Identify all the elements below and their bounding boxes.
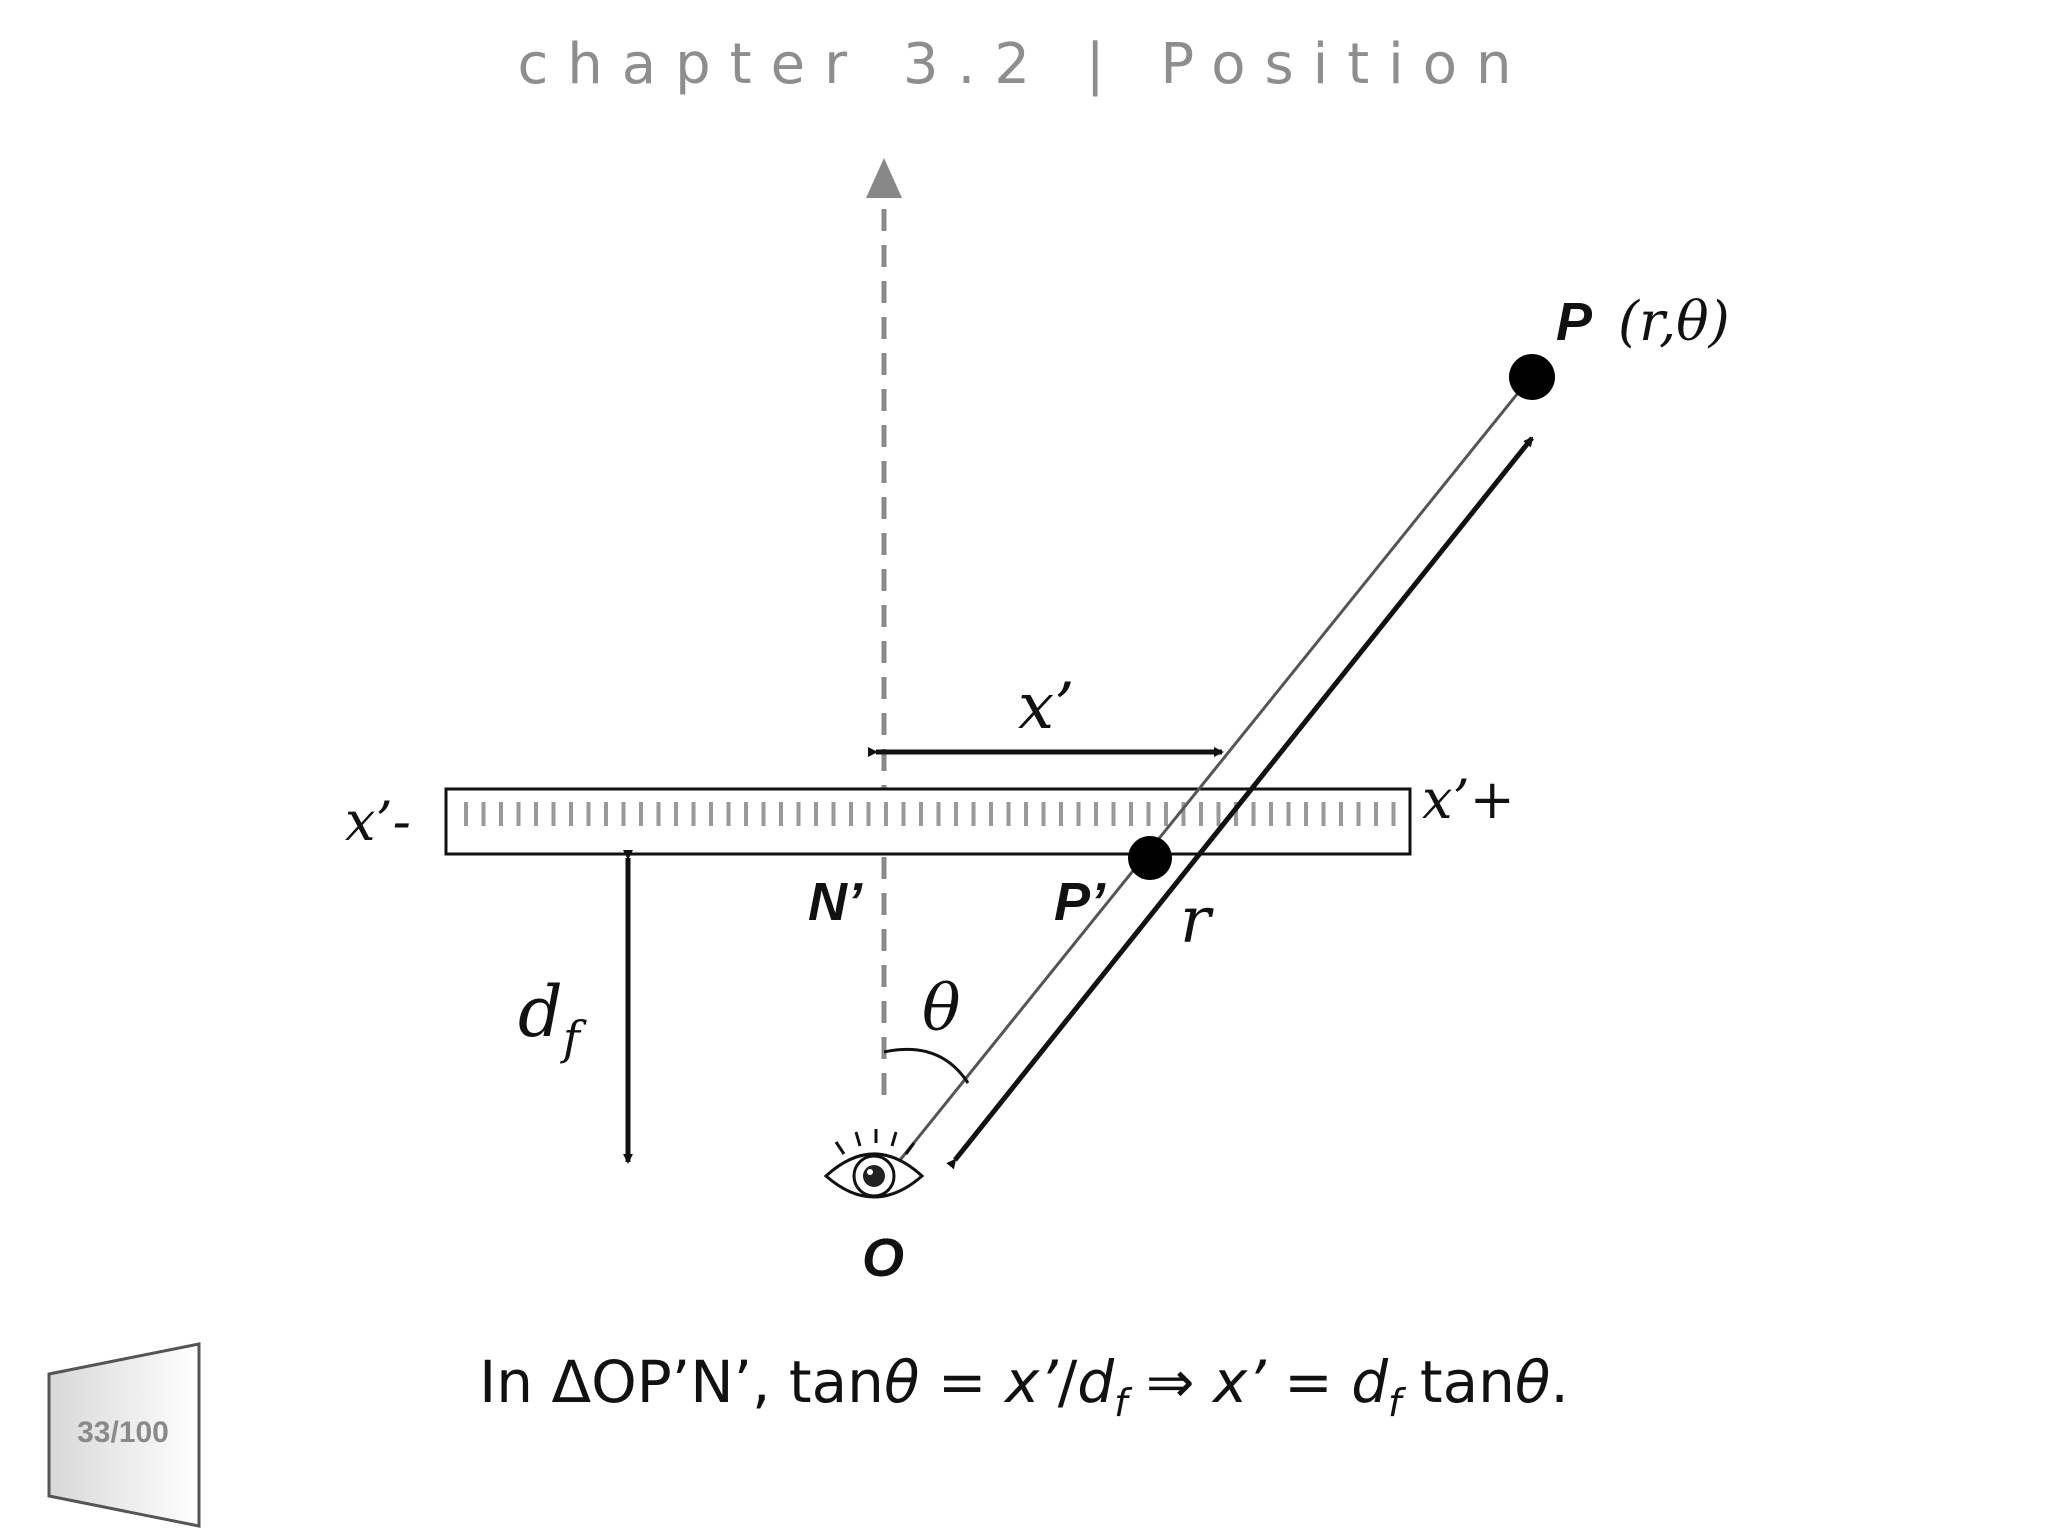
page-counter-shape bbox=[47, 1342, 201, 1528]
label-df: df bbox=[518, 971, 587, 1065]
caption-slash: / bbox=[1057, 1348, 1078, 1416]
caption-part-4: tan bbox=[1401, 1348, 1515, 1416]
caption-sub-1: f bbox=[1114, 1381, 1128, 1425]
label-x-prime-plus: x’+ bbox=[1422, 768, 1515, 831]
caption-sub-2: f bbox=[1388, 1381, 1402, 1425]
vertical-axis bbox=[866, 158, 902, 1095]
label-p-coords: (r,θ) bbox=[1618, 290, 1730, 353]
eye-icon bbox=[823, 1129, 925, 1199]
formula-caption: In ΔOP’N’, tanθ = x’/df ⇒ x’ = df tanθ. bbox=[0, 1348, 2048, 1422]
theta-angle-arc bbox=[883, 1047, 970, 1084]
caption-part-1: In ΔOP’N’, tan bbox=[479, 1348, 884, 1416]
caption-part-3: = bbox=[1265, 1348, 1352, 1416]
label-x-prime: x’ bbox=[1018, 670, 1074, 744]
caption-part-5: . bbox=[1550, 1348, 1569, 1416]
film-plane-ruler bbox=[444, 787, 1412, 856]
caption-theta-1: θ bbox=[883, 1348, 920, 1416]
label-p: P bbox=[1556, 292, 1593, 352]
caption-theta-2: θ bbox=[1514, 1348, 1551, 1416]
label-df-d: d bbox=[518, 971, 563, 1053]
caption-d-1: d bbox=[1077, 1348, 1115, 1416]
label-p-prime: P’ bbox=[1054, 872, 1106, 932]
label-x-prime-minus: x’- bbox=[345, 790, 411, 853]
label-r: r bbox=[1180, 884, 1214, 958]
caption-x-prime-2: x’ bbox=[1212, 1348, 1266, 1416]
page-counter: 33/100 bbox=[45, 1340, 205, 1530]
label-theta: θ bbox=[922, 972, 961, 1046]
caption-x-prime-1: x’ bbox=[1004, 1348, 1058, 1416]
slide-title: chapter 3.2 | Position bbox=[517, 32, 1531, 97]
label-df-subscript: f bbox=[560, 1011, 587, 1065]
point-p-prime-dot bbox=[1128, 836, 1172, 880]
caption-implies: ⇒ bbox=[1127, 1348, 1213, 1416]
r-distance-arrow bbox=[946, 436, 1534, 1170]
position-diagram: P (r,θ) x’ x’- x’+ N’ P’ r θ df O bbox=[345, 158, 1730, 1288]
caption-part-2: = bbox=[919, 1348, 1005, 1416]
caption-d-2: d bbox=[1351, 1348, 1389, 1416]
point-p-dot bbox=[1509, 354, 1555, 400]
label-n-prime: N’ bbox=[808, 872, 863, 932]
page-counter-label: 33/100 bbox=[77, 1416, 169, 1449]
label-origin: O bbox=[862, 1228, 904, 1288]
